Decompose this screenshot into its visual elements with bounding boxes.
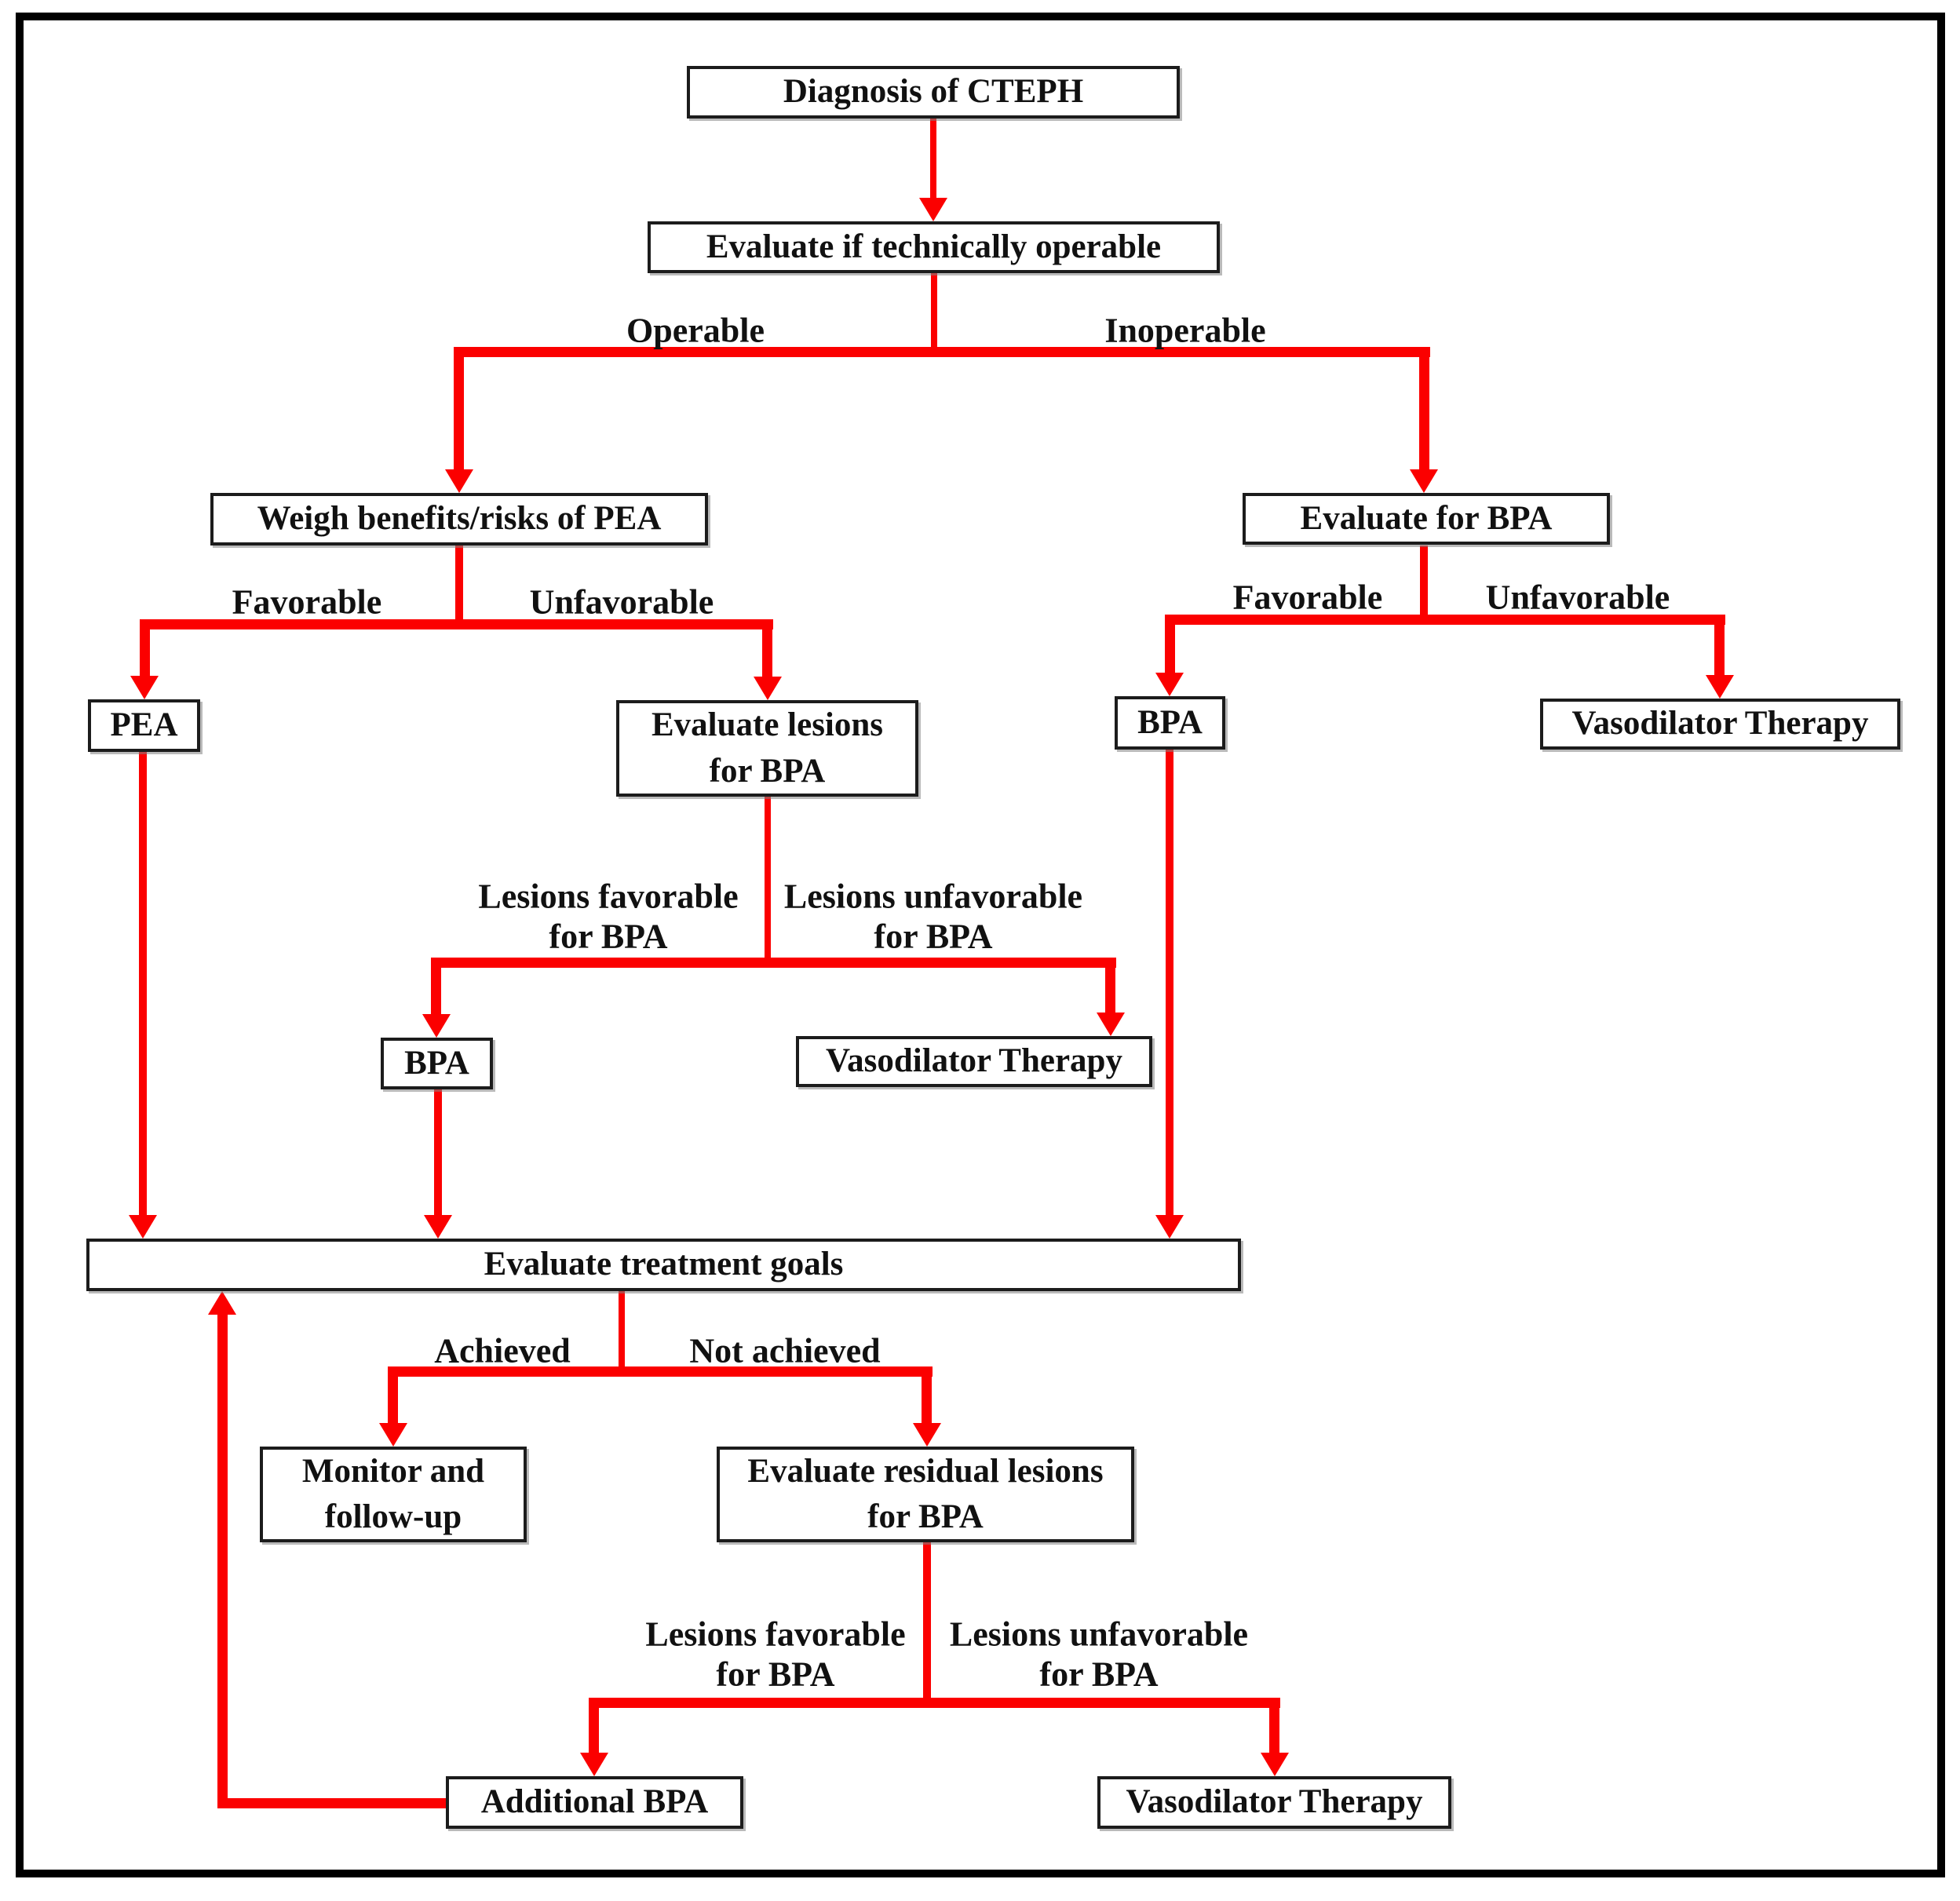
edge-label-achieved: Achieved [434, 1331, 571, 1370]
edge-label-lesions-unfavorable-mid: Lesions unfavorable for BPA [783, 877, 1083, 955]
stub-treatment-goals-line [619, 1291, 625, 1371]
node-pea: PEA [88, 699, 200, 752]
edge-label-operable: Operable [626, 311, 765, 350]
arrow-unfavorable-to-vasodilator-line [1714, 615, 1725, 677]
branch-lesions-bottom-line [589, 1698, 1280, 1708]
node-evaluate-treatment-goals: Evaluate treatment goals [86, 1239, 1241, 1291]
stub-evaluate-lesions-line [765, 797, 771, 968]
loop-additional-bpa-horizontal-line [217, 1798, 446, 1808]
line-bpa-inoperable-to-goals-head [1155, 1215, 1184, 1239]
arrow-achieved-to-monitor-head [379, 1423, 407, 1447]
arrow-inoperable-to-evaluate-bpa-line [1419, 347, 1429, 473]
branch-lesions-mid-line [431, 958, 1116, 968]
arrow-to-additional-bpa-head [580, 1753, 608, 1776]
arrow-lesions-favorable-to-bpa-line [431, 958, 441, 1016]
arrow-diagnosis-to-evaluate-line [930, 119, 936, 201]
arrow-operable-to-weigh-pea-line [454, 347, 464, 473]
edge-label-unfavorable-bpa: Unfavorable [1485, 578, 1670, 617]
figure-border [16, 13, 1945, 1877]
node-bpa-lesions-branch: BPA [381, 1038, 493, 1089]
edge-label-unfavorable-pea: Unfavorable [529, 582, 714, 622]
arrow-favorable-to-pea-line [140, 619, 150, 679]
node-evaluate-lesions-for-bpa: Evaluate lesions for BPA [616, 700, 918, 797]
node-diagnosis-cteph: Diagnosis of CTEPH [687, 66, 1180, 119]
arrow-unfavorable-to-vasodilator-head [1706, 675, 1734, 699]
edge-label-favorable-bpa: Favorable [1232, 578, 1383, 617]
node-additional-bpa: Additional BPA [446, 1776, 743, 1829]
branch-favorable-unfavorable-bpa-line [1165, 615, 1725, 625]
line-pea-to-goals [139, 752, 147, 1216]
branch-achieved-line [388, 1366, 933, 1377]
arrow-favorable-to-bpa-head [1155, 673, 1184, 696]
edge-label-favorable-pea: Favorable [232, 582, 382, 622]
arrow-unfavorable-to-evaluate-lesions-line [762, 619, 772, 680]
arrow-lesions-favorable-to-bpa-head [422, 1014, 451, 1038]
arrow-lesions-unfavorable-to-vasodilator-head [1097, 1013, 1125, 1036]
line-pea-to-goals-head [129, 1215, 157, 1239]
node-weigh-benefits-risks-pea: Weigh benefits/risks of PEA [210, 493, 708, 545]
arrow-to-additional-bpa-line [589, 1698, 599, 1754]
node-evaluate-for-bpa: Evaluate for BPA [1243, 493, 1610, 545]
arrow-diagnosis-to-evaluate-head [919, 198, 947, 221]
loop-arrow-to-goals-head [208, 1291, 236, 1315]
edge-label-lesions-favorable-bottom: Lesions favorable for BPA [645, 1615, 906, 1693]
node-evaluate-technically-operable: Evaluate if technically operable [648, 221, 1220, 273]
line-bpa-inoperable-to-goals [1166, 750, 1173, 1216]
edge-label-not-achieved: Not achieved [689, 1331, 881, 1370]
arrow-to-vasodilator-bottom-head [1261, 1753, 1289, 1776]
stub-evaluate-operable-line [931, 273, 937, 355]
loop-additional-bpa-vertical-line [217, 1313, 228, 1808]
node-evaluate-residual-lesions: Evaluate residual lesions for BPA [717, 1447, 1134, 1542]
edge-label-inoperable: Inoperable [1104, 311, 1266, 350]
arrow-operable-to-weigh-pea-head [445, 469, 473, 493]
arrow-to-vasodilator-bottom-line [1269, 1698, 1279, 1754]
arrow-unfavorable-to-evaluate-lesions-head [754, 677, 782, 700]
line-bpa-lesions-to-goals-head [424, 1215, 452, 1239]
arrow-lesions-unfavorable-to-vasodilator-line [1105, 958, 1115, 1014]
arrow-not-achieved-to-residual-line [922, 1366, 932, 1425]
node-monitor-follow-up: Monitor and follow-up [260, 1447, 527, 1542]
node-vasodilator-therapy-lesions: Vasodilator Therapy [796, 1036, 1152, 1087]
arrow-not-achieved-to-residual-head [913, 1423, 941, 1447]
arrow-favorable-to-bpa-line [1165, 615, 1175, 674]
node-bpa-inoperable-branch: BPA [1115, 696, 1225, 750]
node-vasodilator-therapy-inoperable: Vasodilator Therapy [1540, 699, 1900, 750]
arrow-achieved-to-monitor-line [388, 1366, 398, 1425]
stub-evaluate-for-bpa-line [1420, 545, 1428, 619]
edge-label-lesions-unfavorable-bottom: Lesions unfavorable for BPA [949, 1615, 1249, 1693]
stub-residual-lesions-line [923, 1542, 931, 1703]
branch-operable-inoperable-line [454, 347, 1430, 357]
arrow-favorable-to-pea-head [130, 676, 159, 699]
line-bpa-lesions-to-goals [434, 1089, 442, 1216]
arrow-inoperable-to-evaluate-bpa-head [1410, 469, 1438, 493]
node-vasodilator-therapy-residual: Vasodilator Therapy [1097, 1776, 1451, 1829]
branch-favorable-unfavorable-pea-line [140, 619, 773, 629]
stub-weigh-pea-line [455, 545, 463, 624]
edge-label-lesions-favorable-mid: Lesions favorable for BPA [478, 877, 739, 955]
